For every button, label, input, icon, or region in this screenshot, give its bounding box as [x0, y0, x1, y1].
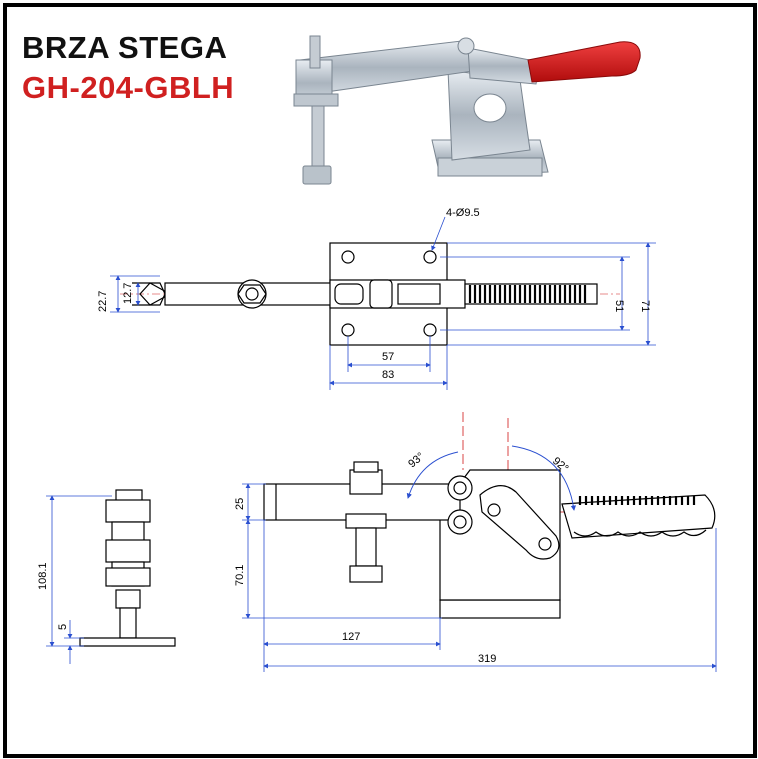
dim-319: 319 — [478, 653, 496, 665]
mount-hole — [341, 250, 355, 264]
dim-83: 83 — [382, 369, 394, 381]
outer-frame — [3, 3, 757, 758]
mount-hole — [423, 250, 437, 264]
dim-12-7: 12.7 — [122, 283, 134, 304]
angle-93: 93° — [406, 450, 426, 470]
top-view-dims — [110, 216, 656, 390]
product-code: GH-204-GBLH — [22, 70, 235, 105]
product-photo — [293, 35, 641, 185]
product-title: BRZA STEGA — [22, 30, 228, 65]
dim-51: 51 — [613, 300, 625, 312]
dim-22-7: 22.7 — [97, 291, 109, 312]
dim-57: 57 — [382, 351, 394, 363]
end-view — [46, 489, 176, 664]
top-view — [110, 216, 656, 390]
dim-71: 71 — [639, 300, 651, 312]
hole-label: 4-Ø9.5 — [446, 207, 480, 219]
handle-grip-lines — [468, 285, 587, 303]
dim-25: 25 — [234, 498, 246, 510]
side-view — [242, 412, 717, 672]
dim-127: 127 — [342, 631, 360, 643]
dim-5: 5 — [57, 624, 69, 630]
dim-70-1: 70.1 — [234, 565, 246, 586]
dim-108-1: 108.1 — [37, 562, 49, 590]
